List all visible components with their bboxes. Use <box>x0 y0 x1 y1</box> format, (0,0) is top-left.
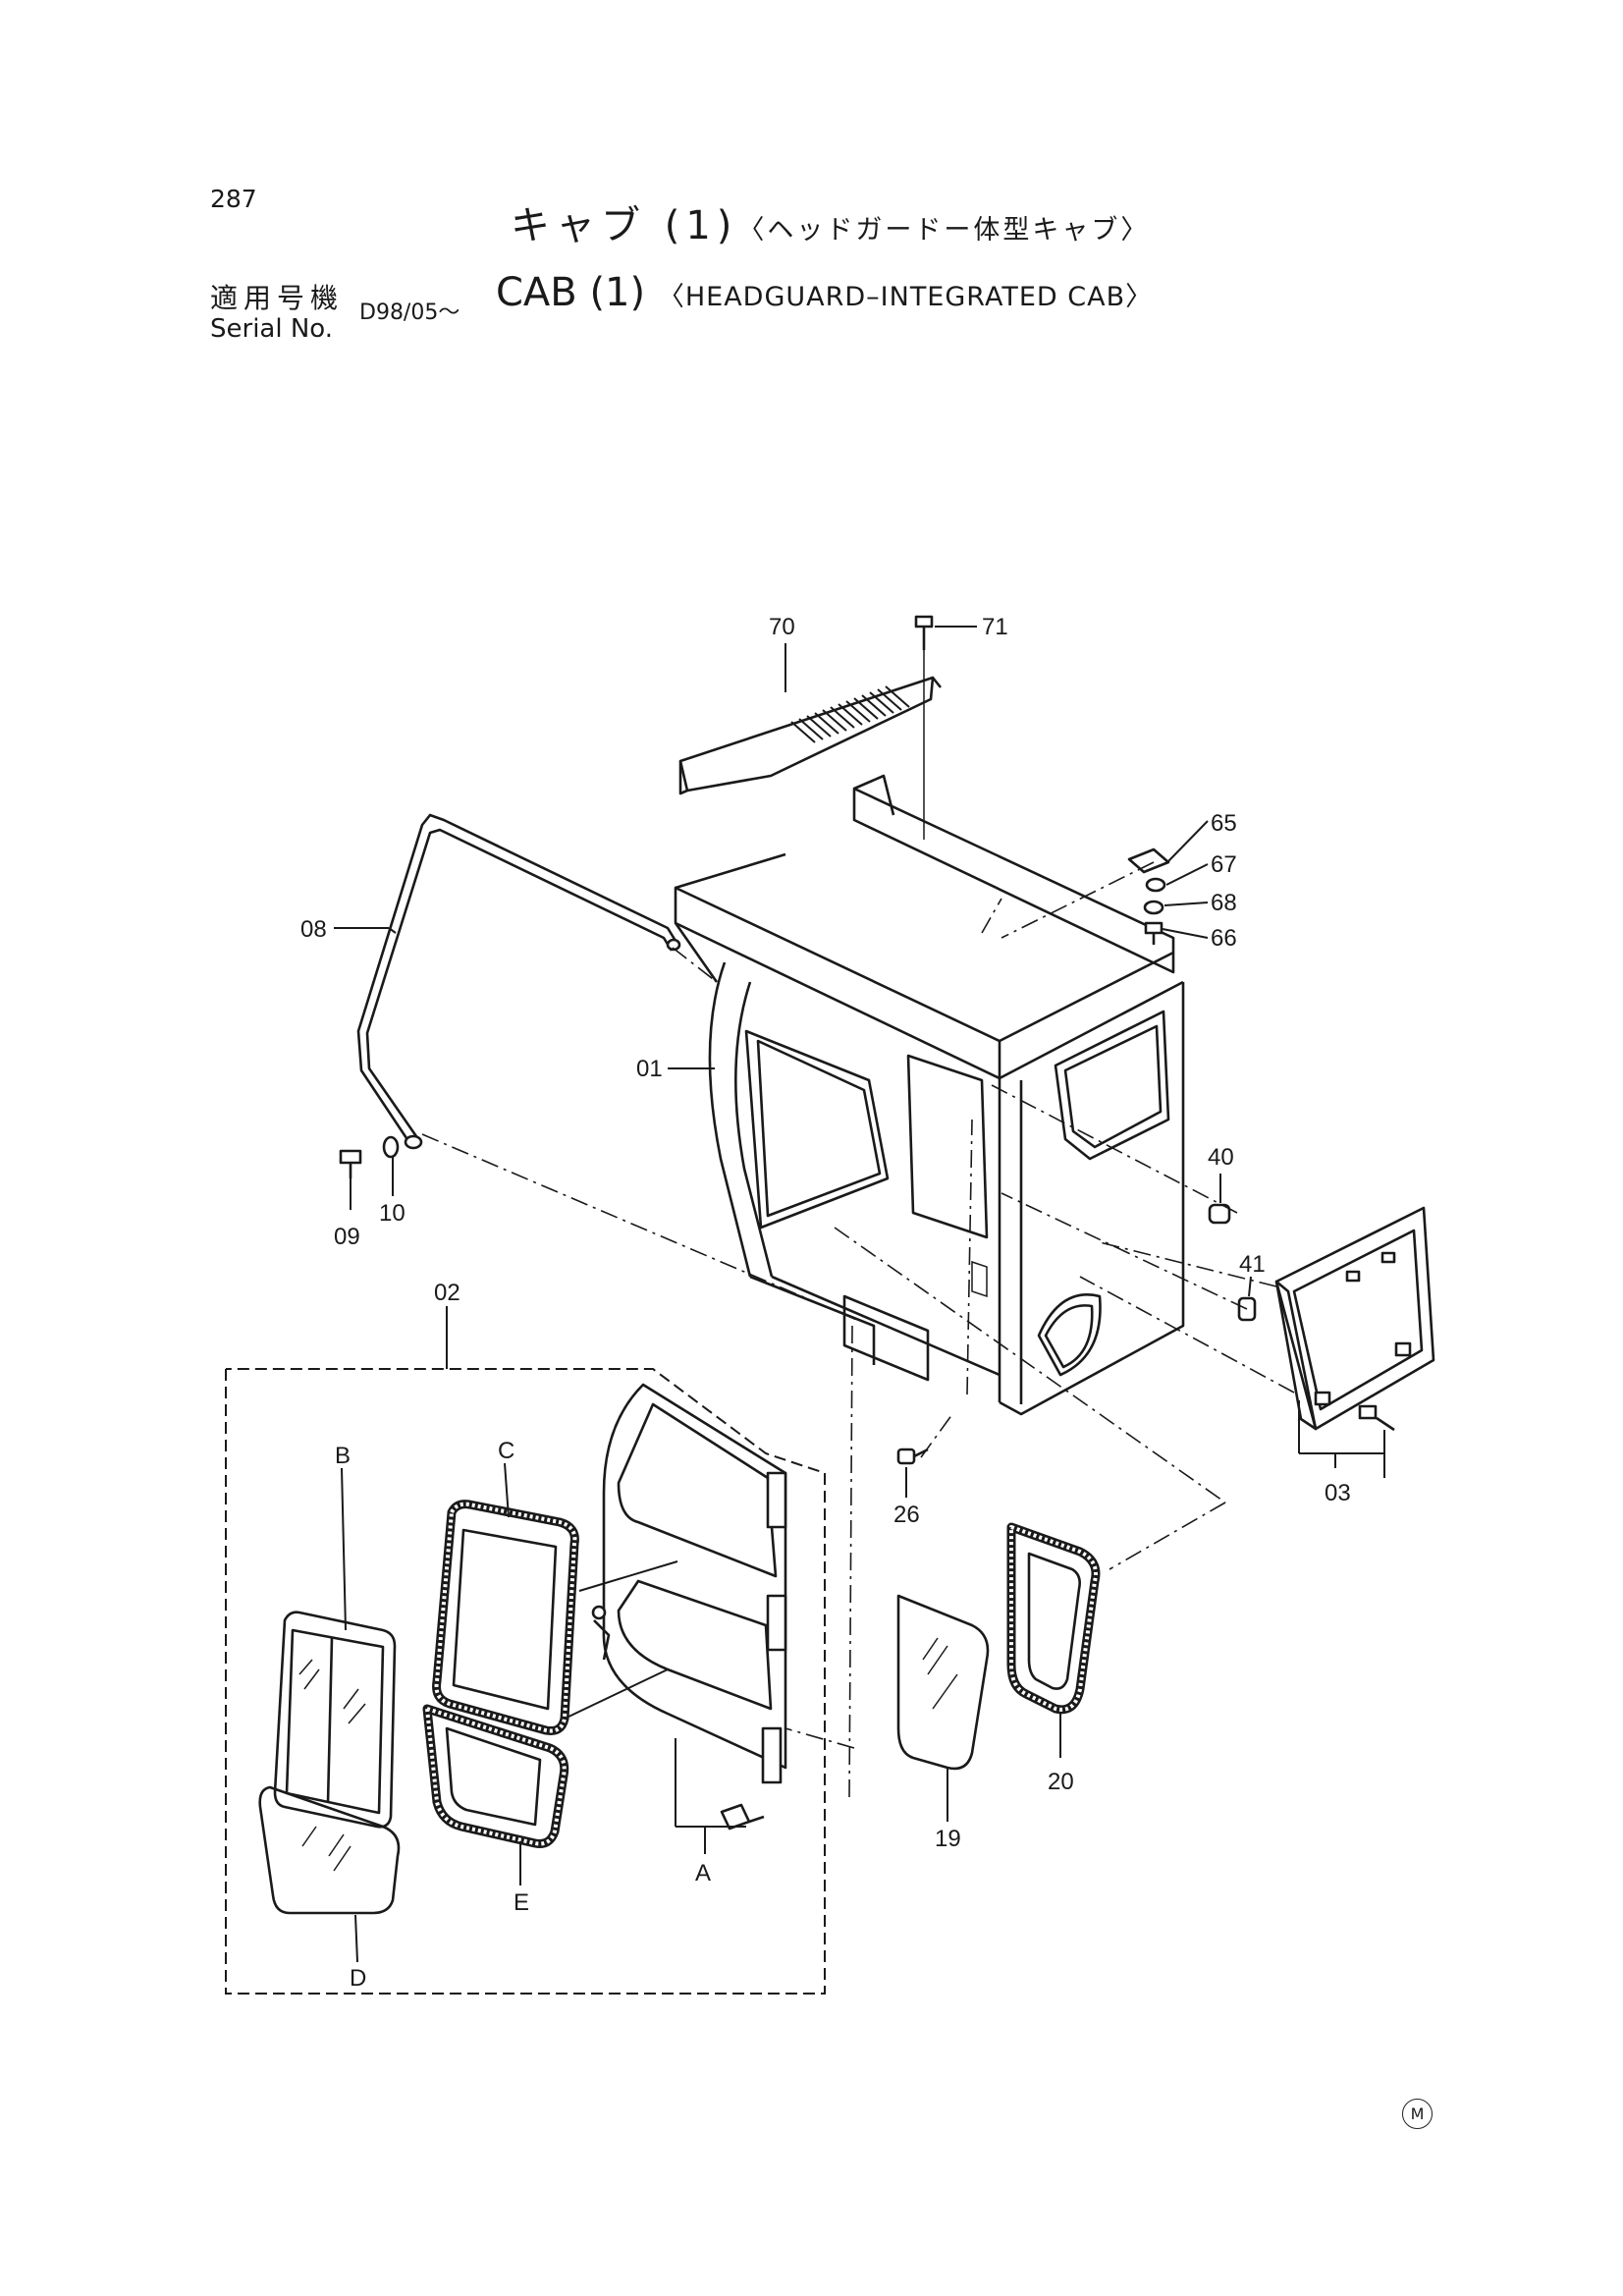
door-assembly-boundary <box>225 1368 826 1995</box>
label-68: 68 <box>1211 890 1237 916</box>
part-03-rear-window <box>1274 1206 1435 1432</box>
leader-lines <box>334 626 1385 1963</box>
label-40: 40 <box>1208 1144 1234 1171</box>
title-english-main: CAB (1) <box>496 270 646 315</box>
label-09: 09 <box>334 1224 360 1250</box>
part-A-door <box>591 1383 787 1831</box>
label-10: 10 <box>379 1200 406 1227</box>
label-26: 26 <box>893 1502 920 1528</box>
label-E: E <box>514 1889 529 1916</box>
title-japanese-main: キャブ (1) <box>511 203 738 248</box>
title-japanese-sub: 〈ヘッドガードー体型キャブ〉 <box>737 215 1151 246</box>
label-03: 03 <box>1325 1480 1351 1506</box>
label-19: 19 <box>935 1826 961 1852</box>
title-english: CAB (1) 〈HEADGUARD–INTEGRATED CAB〉 <box>496 273 1153 312</box>
label-65: 65 <box>1211 810 1237 837</box>
part-65-bracket <box>1127 847 1170 874</box>
part-68-washer <box>1143 900 1164 915</box>
title-english-sub: 〈HEADGUARD–INTEGRATED CAB〉 <box>657 282 1154 312</box>
label-B: B <box>335 1443 351 1469</box>
part-08-handrail <box>356 813 681 1150</box>
label-08: 08 <box>300 916 327 943</box>
part-66-bolt <box>1144 921 1163 945</box>
part-19-side-glass <box>896 1594 990 1771</box>
label-D: D <box>350 1965 366 1992</box>
label-67: 67 <box>1211 851 1237 878</box>
part-10-washer <box>382 1135 400 1159</box>
part-20-seal <box>1006 1522 1101 1715</box>
roof-slots <box>790 685 910 743</box>
part-67-washer <box>1145 877 1166 893</box>
part-B-sliding-window <box>273 1611 397 1829</box>
callout-labels: 70 71 65 67 68 66 08 01 40 09 10 41 02 0… <box>300 614 1351 1992</box>
part-09-bolt <box>339 1149 362 1178</box>
label-C: C <box>498 1438 514 1464</box>
label-20: 20 <box>1048 1769 1074 1795</box>
manufacturer-mark: M <box>1402 2099 1433 2129</box>
part-D-glass <box>258 1785 401 1915</box>
part-01-cab-frame <box>674 774 1185 1416</box>
part-E-seal <box>422 1704 569 1848</box>
title-japanese: キャブ (1)〈ヘッドガードー体型キャブ〉 <box>511 206 1150 246</box>
part-40-plug <box>1208 1203 1231 1225</box>
part-26-bolt <box>896 1448 929 1465</box>
label-41: 41 <box>1239 1251 1266 1278</box>
serial-label-english: Serial No. <box>210 314 333 344</box>
part-C-seal <box>432 1500 579 1735</box>
label-A: A <box>695 1860 711 1886</box>
assembly-lines <box>421 861 1295 1798</box>
label-01: 01 <box>636 1056 663 1082</box>
label-71: 71 <box>982 614 1008 640</box>
serial-number-value: D98/05～ <box>359 301 460 325</box>
part-70-roof-cover <box>678 676 943 795</box>
serial-label-japanese: 適用号機 <box>210 282 345 314</box>
label-70: 70 <box>769 614 795 640</box>
label-02: 02 <box>434 1280 460 1306</box>
part-71-roof-bolt <box>914 615 934 840</box>
page-number: 287 <box>210 185 257 213</box>
label-66: 66 <box>1211 925 1237 952</box>
